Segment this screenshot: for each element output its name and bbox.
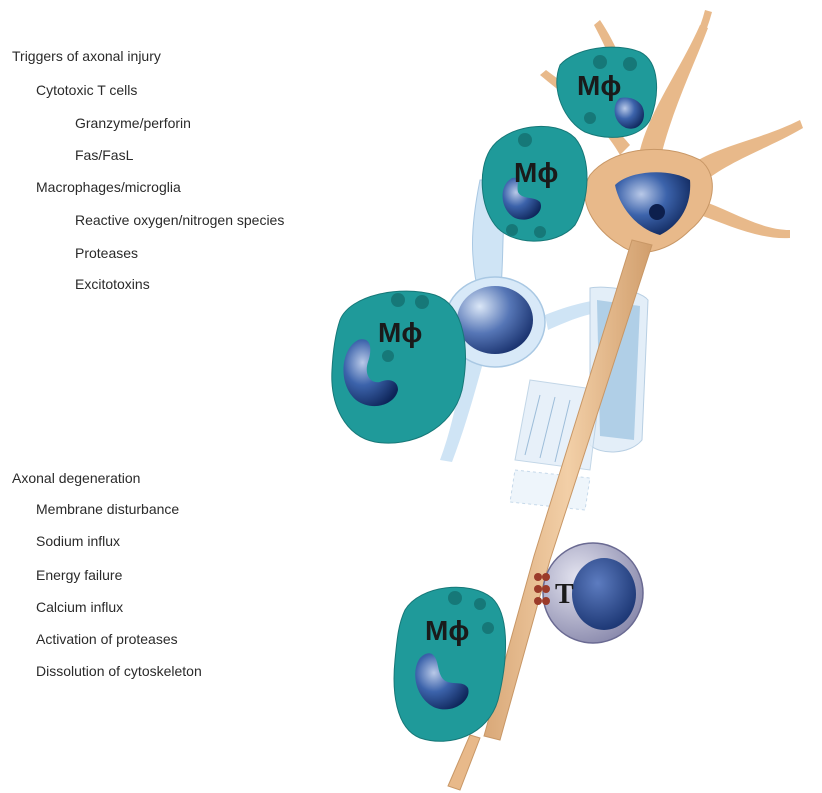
macrophage-label: Mϕ bbox=[378, 317, 422, 348]
macrophage-label: Mϕ bbox=[514, 157, 558, 188]
macrophage-label: Mϕ bbox=[425, 615, 469, 646]
macrophage-middle: Mϕ bbox=[332, 291, 466, 443]
macrophage-upper-middle: Mϕ bbox=[482, 126, 587, 241]
t-cell-label: T bbox=[555, 579, 574, 610]
macrophage-top: Mϕ bbox=[557, 47, 657, 137]
macrophage-bottom: Mϕ bbox=[394, 587, 506, 741]
macrophage-label: Mϕ bbox=[577, 70, 621, 101]
